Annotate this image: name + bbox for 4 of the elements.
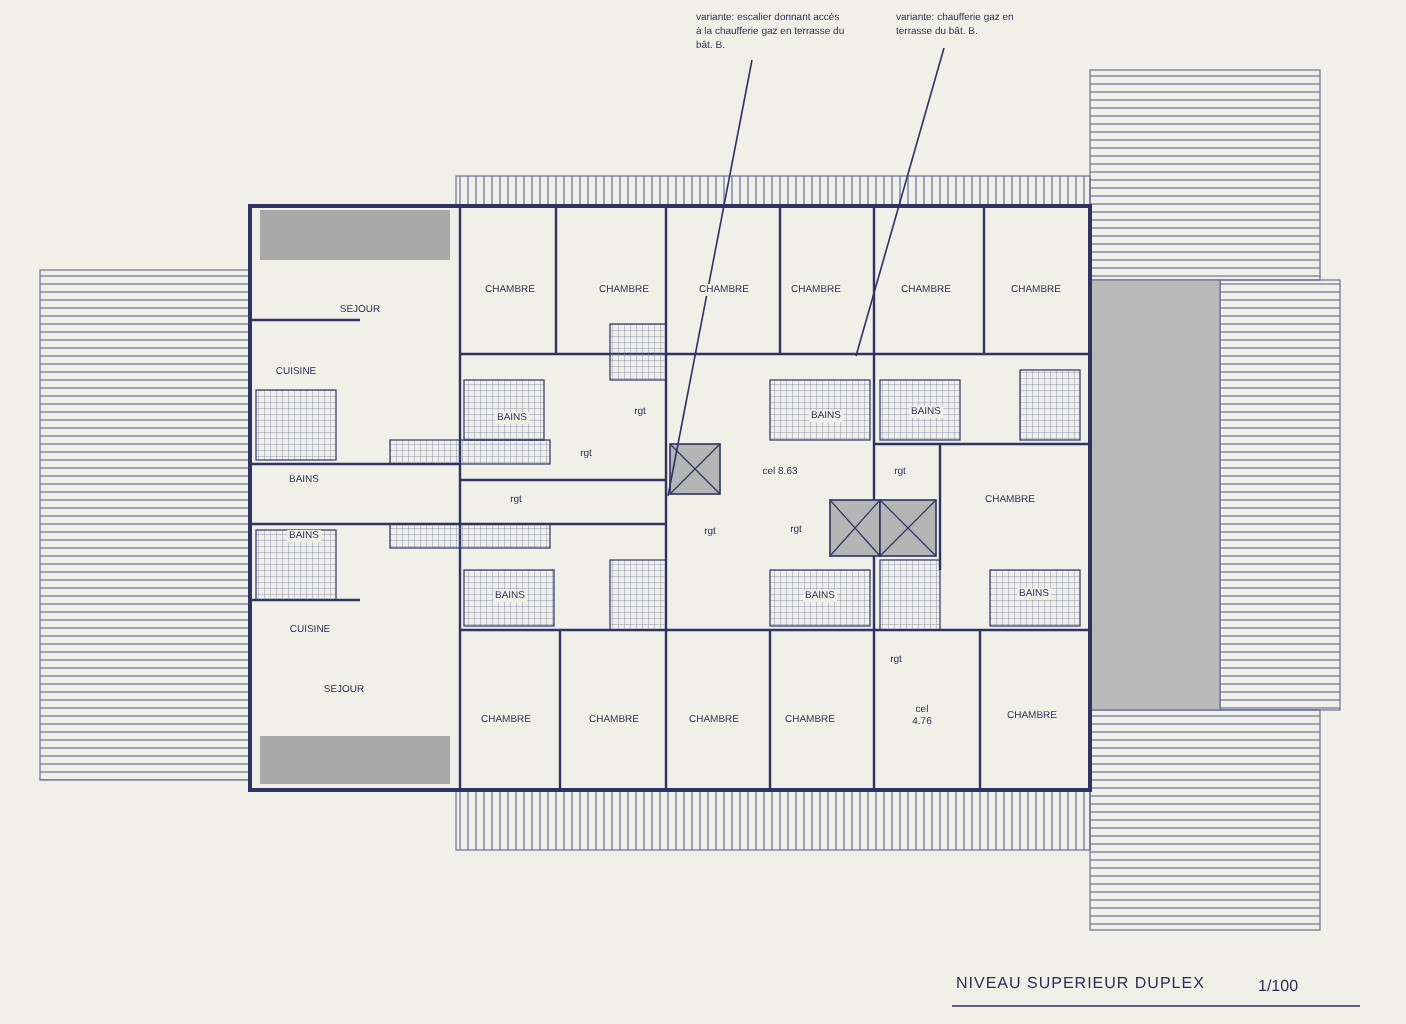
scale-label: 1/100	[1256, 977, 1301, 995]
leader-line	[855, 47, 945, 357]
leader-line	[667, 59, 753, 497]
drawing-title: NIVEAU SUPERIEUR DUPLEX	[956, 974, 1205, 992]
